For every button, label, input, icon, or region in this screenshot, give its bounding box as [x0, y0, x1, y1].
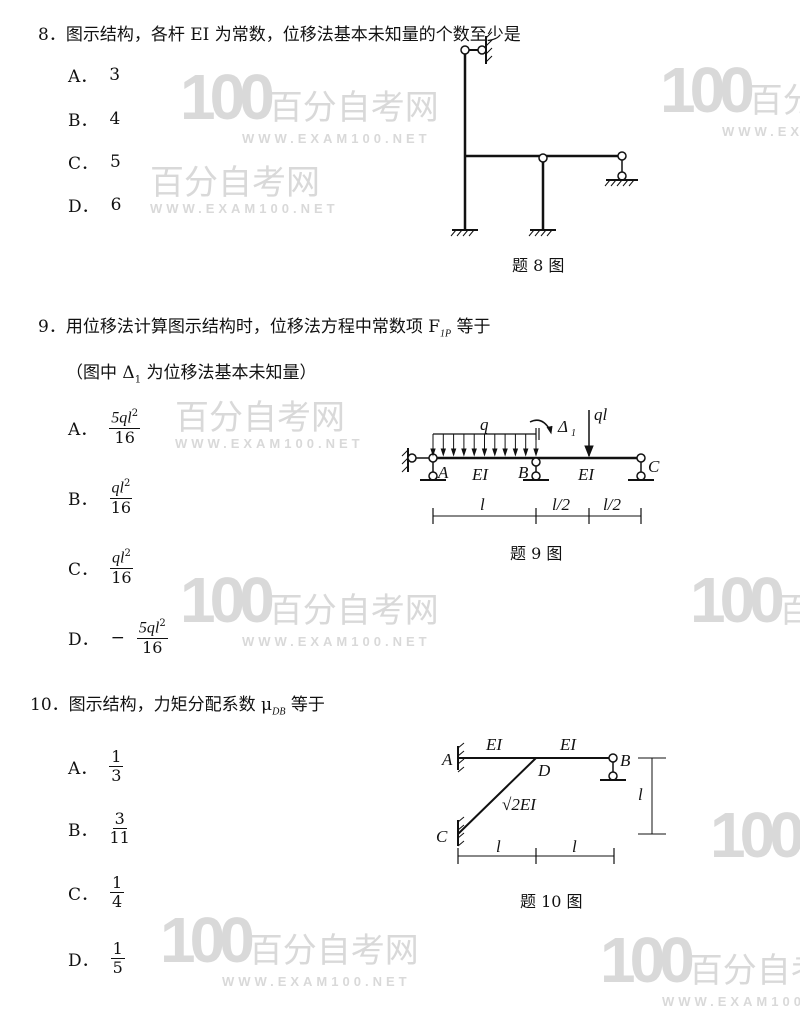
svg-text:l: l [572, 837, 577, 856]
load-arrowhead [512, 448, 519, 457]
load-arrowhead [481, 448, 488, 457]
svg-text:1: 1 [571, 428, 576, 439]
svg-text:l/2: l/2 [603, 495, 621, 514]
question-9: 9．用位移法计算图示结构时，位移法方程中常数项 F1P 等于 [38, 317, 491, 340]
figure-10-frame: A B C D EI EI √2EI l l l [436, 735, 666, 864]
svg-text:l: l [496, 837, 501, 856]
svg-text:l: l [480, 495, 485, 514]
load-arrowhead [523, 448, 529, 457]
svg-text:EI: EI [471, 465, 489, 484]
question-10: 10．图示结构，力矩分配系数 μDB 等于 [30, 695, 325, 718]
option-d[interactable]: D．6 [68, 194, 122, 218]
svg-text:q: q [480, 415, 489, 434]
load-arrowhead [461, 448, 467, 457]
svg-text:D: D [537, 761, 551, 780]
svg-text:B: B [620, 751, 631, 770]
svg-text:l/2: l/2 [552, 495, 570, 514]
svg-text:C: C [436, 827, 448, 846]
option-a[interactable]: A．3 [68, 64, 121, 88]
svg-text:l: l [638, 785, 643, 804]
load-arrowhead [502, 448, 508, 457]
question-number: 8． [38, 25, 66, 45]
watermark-logo: 100百分自考网 [690, 564, 800, 636]
svg-text:EI: EI [559, 735, 577, 754]
svg-text:√2EI: √2EI [502, 795, 537, 814]
svg-text:C: C [648, 457, 660, 476]
svg-text:A: A [437, 463, 449, 482]
load-arrowhead [440, 448, 446, 457]
svg-text:EI: EI [577, 465, 595, 484]
svg-text:Δ: Δ [557, 417, 568, 436]
load-arrowhead [471, 448, 477, 457]
load-arrowhead [430, 448, 436, 457]
watermark-logo: 100 [710, 799, 800, 871]
load-arrowhead [533, 448, 539, 457]
load-arrowhead [492, 448, 498, 457]
svg-text:A: A [441, 750, 453, 769]
figure-8-frame [450, 31, 638, 237]
svg-text:EI: EI [485, 735, 503, 754]
question-8: 8．图示结构，各杆 EI 为常数，位移法基本未知量的个数至少是 [38, 20, 521, 45]
figure-9-caption: 题 9 图 [510, 544, 563, 563]
question-text: 图示结构，各杆 EI 为常数，位移法基本未知量的个数至少是 [65, 25, 521, 45]
svg-text:B: B [518, 463, 529, 482]
figure-8-caption: 题 8 图 [512, 256, 565, 275]
svg-text:ql: ql [594, 405, 608, 424]
question-9-note: （图中 Δ1 为位移法基本未知量） [66, 363, 317, 386]
figure-10-caption: 题 10 图 [520, 892, 583, 911]
option-c[interactable]: C．5 [68, 151, 121, 175]
load-arrowhead [450, 448, 457, 457]
option-b[interactable]: B．4 [68, 108, 121, 132]
figure-9-beam: q Δ 1 ql A B C EI EI l l/2 l/2 [401, 405, 660, 524]
